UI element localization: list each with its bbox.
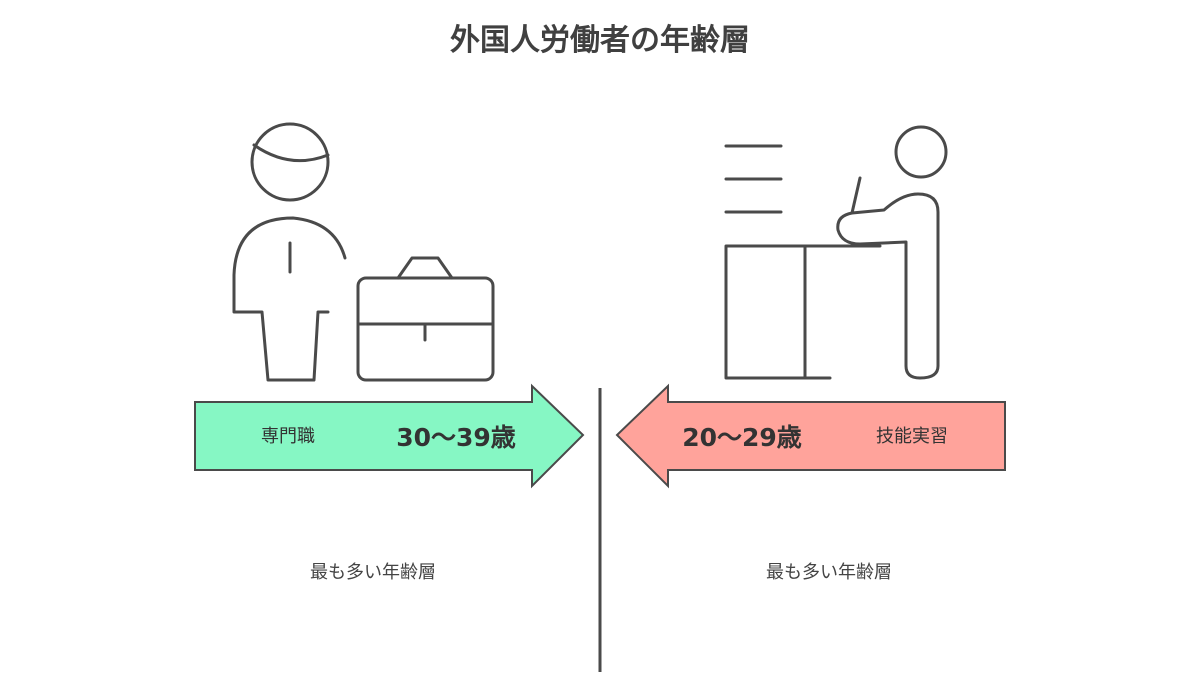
worker-at-desk-icon <box>724 125 948 380</box>
arrow-shape-right <box>194 383 585 489</box>
arrow-technical-intern: 20〜29歳 技能実習 <box>615 383 1006 489</box>
category-label-professional: 専門職 <box>261 426 315 447</box>
category-label-technical-intern: 技能実習 <box>876 426 948 447</box>
arrow-professional: 専門職 30〜39歳 <box>194 383 585 489</box>
desk-icon <box>724 244 882 380</box>
note-technical-intern: 最も多い年齢層 <box>766 562 892 583</box>
document-lines-icon <box>724 144 783 214</box>
person-icon <box>232 122 347 382</box>
age-label-professional: 30〜39歳 <box>396 423 516 452</box>
briefcase-icon <box>356 256 495 382</box>
arrow-shape-left <box>615 383 1006 489</box>
diagram-title: 外国人労働者の年齢層 <box>450 23 750 58</box>
age-label-technical-intern: 20〜29歳 <box>682 423 802 452</box>
writing-person-icon <box>836 125 948 380</box>
office-worker-with-briefcase-icon <box>232 122 495 382</box>
note-professional: 最も多い年齢層 <box>310 562 436 583</box>
